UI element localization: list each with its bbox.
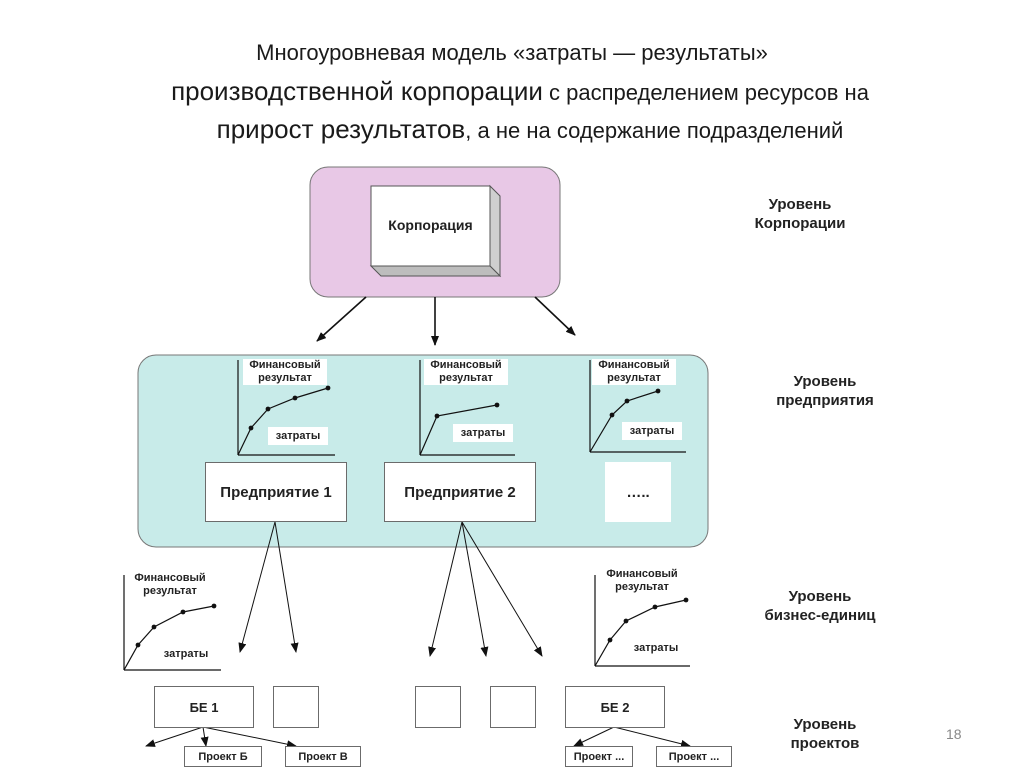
- title-line-3-emphasis: прирост результатов: [216, 114, 466, 144]
- arrow-be1-project-v: [202, 726, 297, 749]
- corporation-box-side: [489, 184, 501, 278]
- graph-be-left-y-label: Финансовый результат: [128, 572, 212, 598]
- project-more-box-2: Проект ...: [656, 746, 732, 767]
- graph-be-right-x-label: затраты: [626, 639, 686, 657]
- arrow-be2-project-b: [613, 726, 691, 748]
- graph-2-y-label: Финансовый результат: [424, 359, 508, 385]
- be-empty-box-2: [415, 686, 461, 728]
- level-business-unit: Уровень бизнес-единиц: [764, 588, 876, 624]
- graph-enterprise-3: [589, 360, 686, 453]
- corporation-box-face: [370, 185, 491, 267]
- be-empty-box-3: [490, 686, 536, 728]
- corporation-box-bottom: [369, 265, 502, 277]
- arrow-be1-left: [145, 726, 204, 747]
- level-enterprise: Уровень предприятия: [776, 373, 874, 409]
- arrow-ent2-be-a: [428, 521, 463, 657]
- arrow-be1-project-b: [200, 726, 209, 747]
- level-project: Уровень проектов: [790, 716, 860, 752]
- graph-be-left-x-label: затраты: [156, 645, 216, 663]
- graph-enterprise-2-points: [434, 402, 500, 419]
- arrow-corp-to-ent3: [534, 296, 576, 336]
- corporation-label: Корпорация: [388, 217, 473, 233]
- enterprise-2-box: Предприятие 2: [384, 462, 536, 522]
- project-more-box-1: Проект ...: [565, 746, 633, 767]
- graph-be-right-points: [607, 597, 689, 643]
- graph-enterprise-1-points: [248, 385, 331, 431]
- arrow-be2-project-a: [573, 726, 615, 747]
- arrow-ent1-be-a: [238, 521, 276, 653]
- graph-be-right-y-label: Финансовый результат: [600, 568, 684, 594]
- page-number: 18: [946, 726, 962, 742]
- arrow-ent1-be-b: [274, 521, 299, 653]
- be-2-box: БЕ 2: [565, 686, 665, 728]
- title-line-2: производственной корпорации с распределе…: [0, 76, 1024, 107]
- project-v-box: Проект В: [285, 746, 361, 767]
- graph-2-x-label: затраты: [453, 424, 513, 442]
- arrow-corp-to-ent1: [316, 296, 367, 342]
- graph-1-x-label: затраты: [268, 427, 328, 445]
- enterprise-more-box: …..: [605, 462, 671, 522]
- graph-3-x-label: затраты: [622, 422, 682, 440]
- title-line-3-rest: , а не на содержание подразделений: [465, 118, 844, 143]
- arrow-ent2-be-b: [461, 521, 489, 657]
- be-empty-box-1: [273, 686, 319, 728]
- graph-be-left-points: [135, 603, 217, 648]
- title-line-2-emphasis: производственной корпорации: [171, 76, 543, 106]
- graph-1-y-label: Финансовый результат: [243, 359, 327, 385]
- level-corporation: Уровень Корпорации: [754, 196, 846, 232]
- title-line-2-rest: с распределением ресурсов на: [542, 80, 869, 105]
- graph-3-y-label: Финансовый результат: [592, 359, 676, 385]
- graph-enterprise-3-points: [609, 388, 661, 418]
- title-line-3: прирост результатов, а не на содержание …: [0, 114, 1024, 145]
- arrow-ent2-be-c: [461, 521, 543, 657]
- title-line-1: Многоуровневая модель «затраты — результ…: [256, 40, 768, 65]
- enterprise-1-box: Предприятие 1: [205, 462, 347, 522]
- be-1-box: БЕ 1: [154, 686, 254, 728]
- project-b-box: Проект Б: [184, 746, 262, 767]
